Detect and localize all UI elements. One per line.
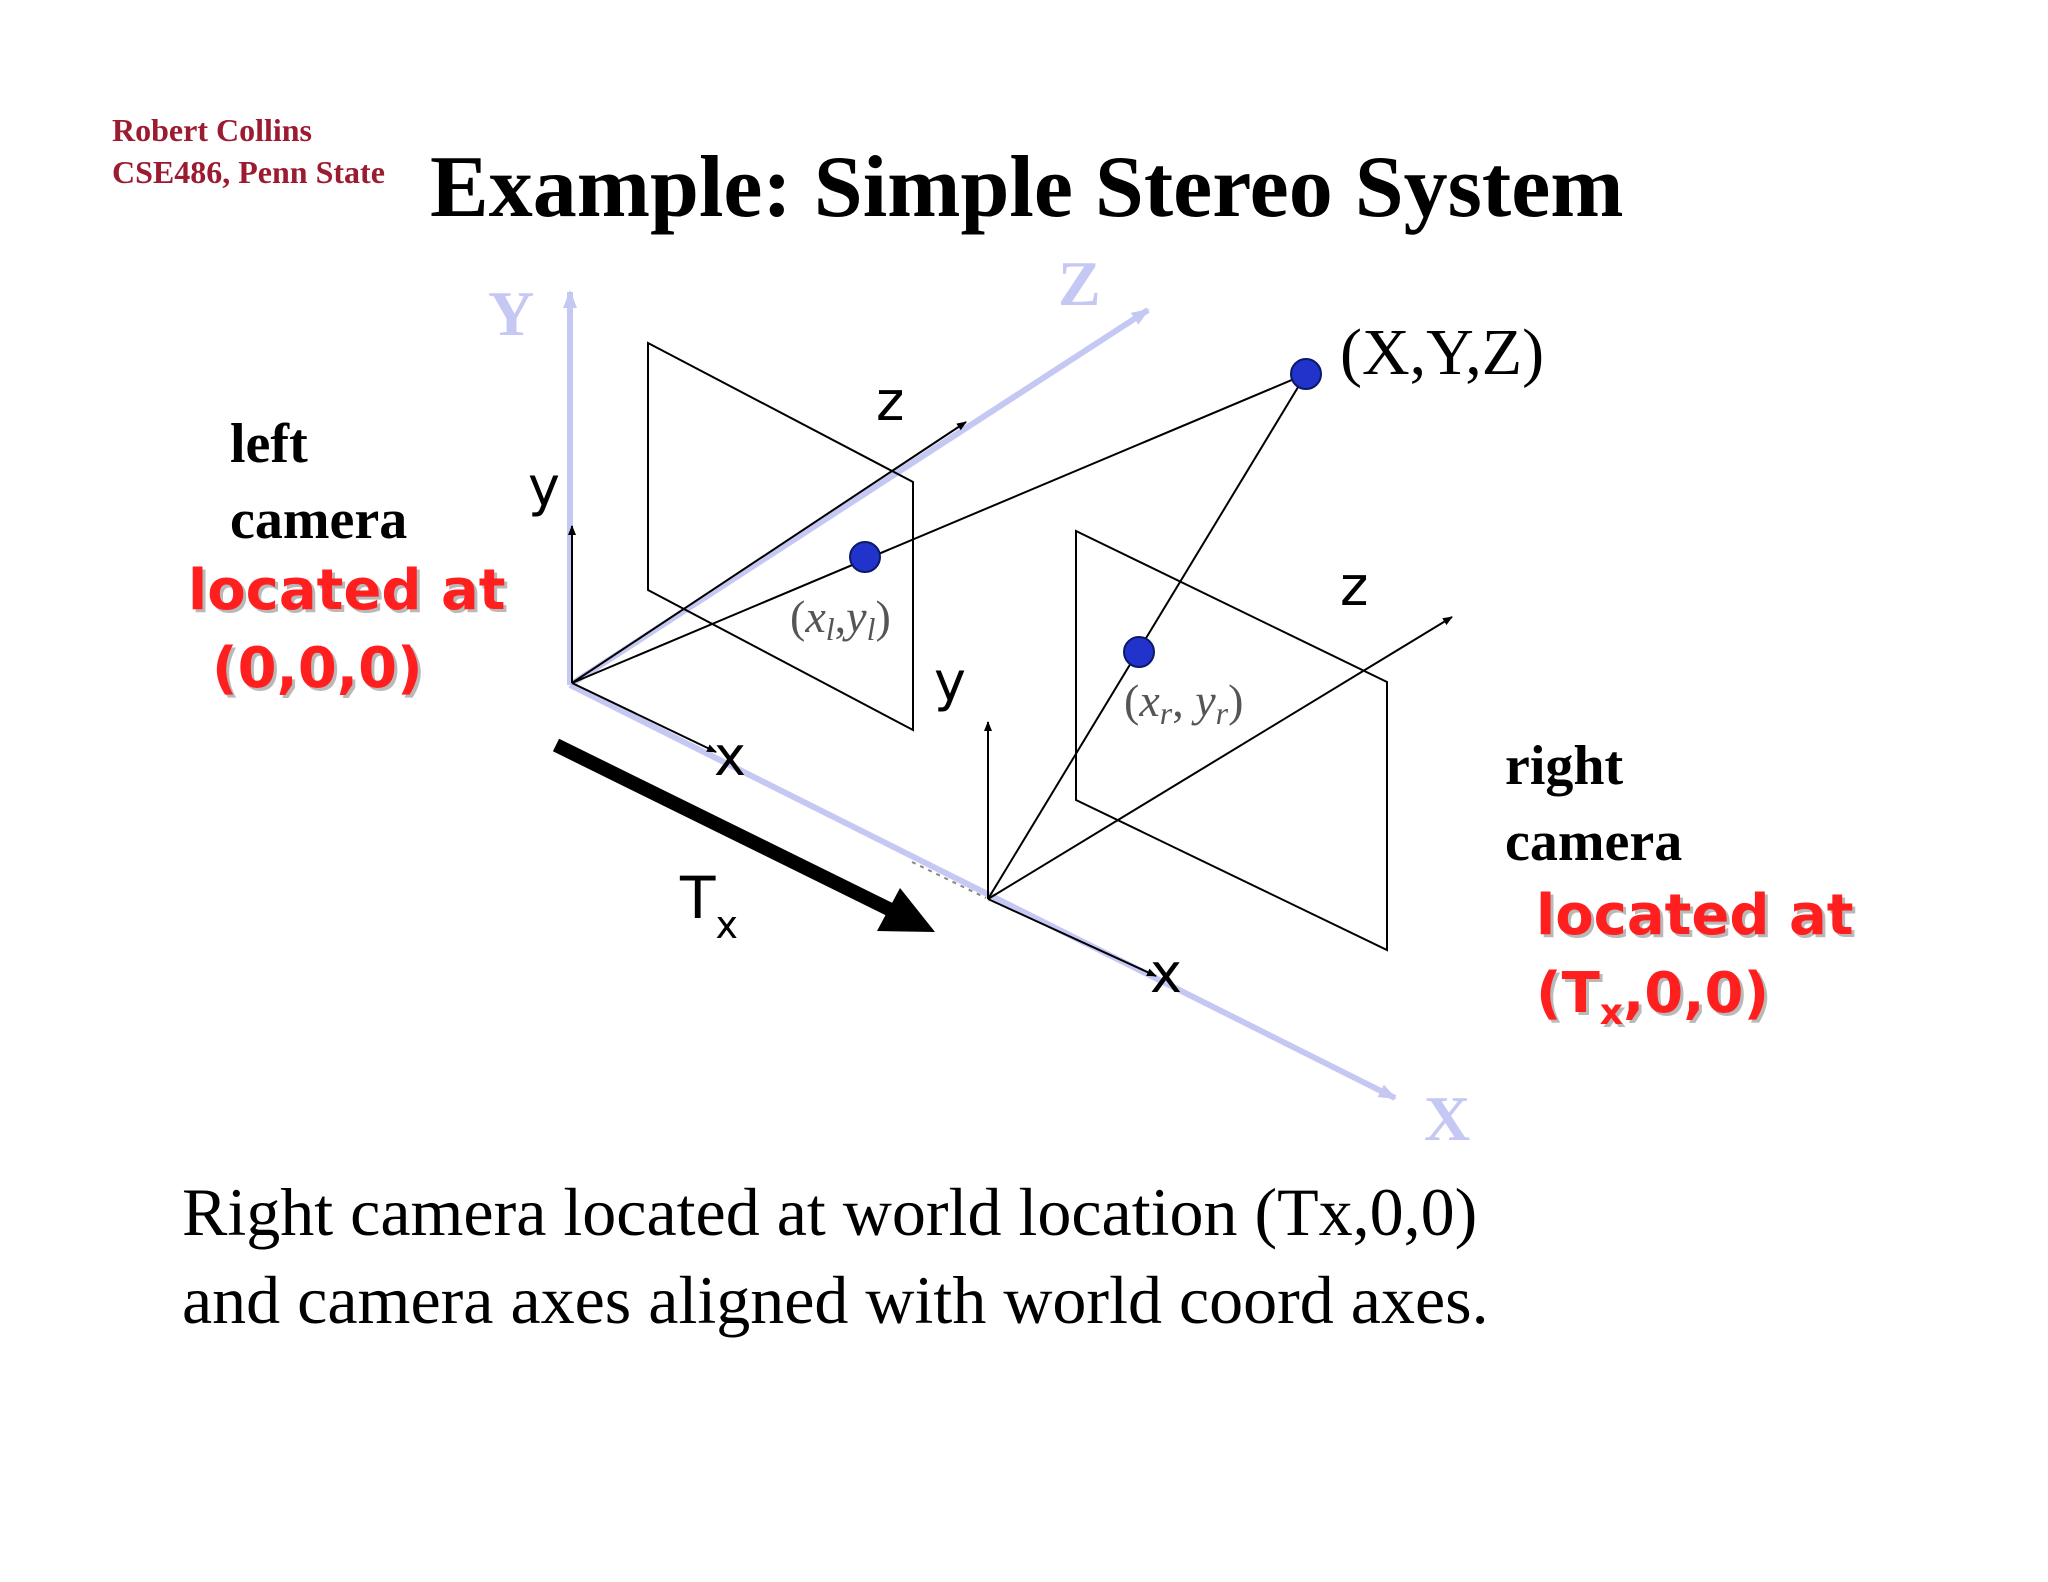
- right-camera-location-line1: located at: [1536, 883, 1854, 948]
- caption-line1: Right camera located at world location (…: [182, 1174, 1478, 1250]
- translation-arrow: [552, 738, 935, 932]
- left-camera-location-line2: (0,0,0): [212, 636, 423, 701]
- world-axes: Y Z X: [488, 248, 1470, 1154]
- world-x-axis: [568, 682, 1397, 1101]
- right-image-point: [1123, 636, 1155, 668]
- caption-line2: and camera axes aligned with world coord…: [182, 1262, 1489, 1338]
- right-image-plane: [1075, 529, 1388, 952]
- world-z-label: Z: [1058, 248, 1101, 319]
- course-label: CSE486, Penn State: [112, 154, 385, 190]
- left-camera-location-line1: located at: [188, 558, 506, 623]
- right-camera-label-line2: camera: [1505, 811, 1683, 873]
- left-ray: [571, 373, 1307, 684]
- right-camera-x-label: x: [1150, 942, 1182, 1005]
- right-ray: [987, 373, 1307, 900]
- left-image-plane: [647, 341, 914, 732]
- world-z-axis: [568, 307, 1150, 688]
- left-camera-label-line2: camera: [230, 489, 408, 551]
- right-image-point-label: (xr, yr): [1124, 675, 1243, 731]
- right-camera-axes: y z x: [911, 555, 1453, 1005]
- scene-point-label: (X,Y,Z): [1340, 316, 1544, 389]
- left-camera-y-label: y: [528, 455, 560, 518]
- scene-point: [1290, 358, 1322, 390]
- left-image-point: [849, 541, 881, 573]
- left-camera-x-label: x: [714, 725, 746, 788]
- left-camera-z-label: z: [876, 370, 904, 433]
- world-y-label: Y: [488, 278, 534, 349]
- translation-label: Tx: [679, 864, 738, 947]
- right-camera-z-label: z: [1340, 555, 1368, 618]
- slide-title: Example: Simple Stereo System: [430, 139, 1624, 236]
- left-camera-label-line1: left: [230, 413, 308, 475]
- left-camera-axes: y z x: [528, 370, 967, 788]
- right-camera-label-line1: right: [1505, 735, 1624, 797]
- author-name: Robert Collins: [112, 112, 312, 148]
- right-camera-y-label: y: [934, 650, 966, 713]
- right-camera-location-line2: (Tx,0,0): [1536, 961, 1770, 1034]
- world-x-label: X: [1424, 1083, 1470, 1154]
- left-image-point-label: (xl,yl): [790, 591, 891, 647]
